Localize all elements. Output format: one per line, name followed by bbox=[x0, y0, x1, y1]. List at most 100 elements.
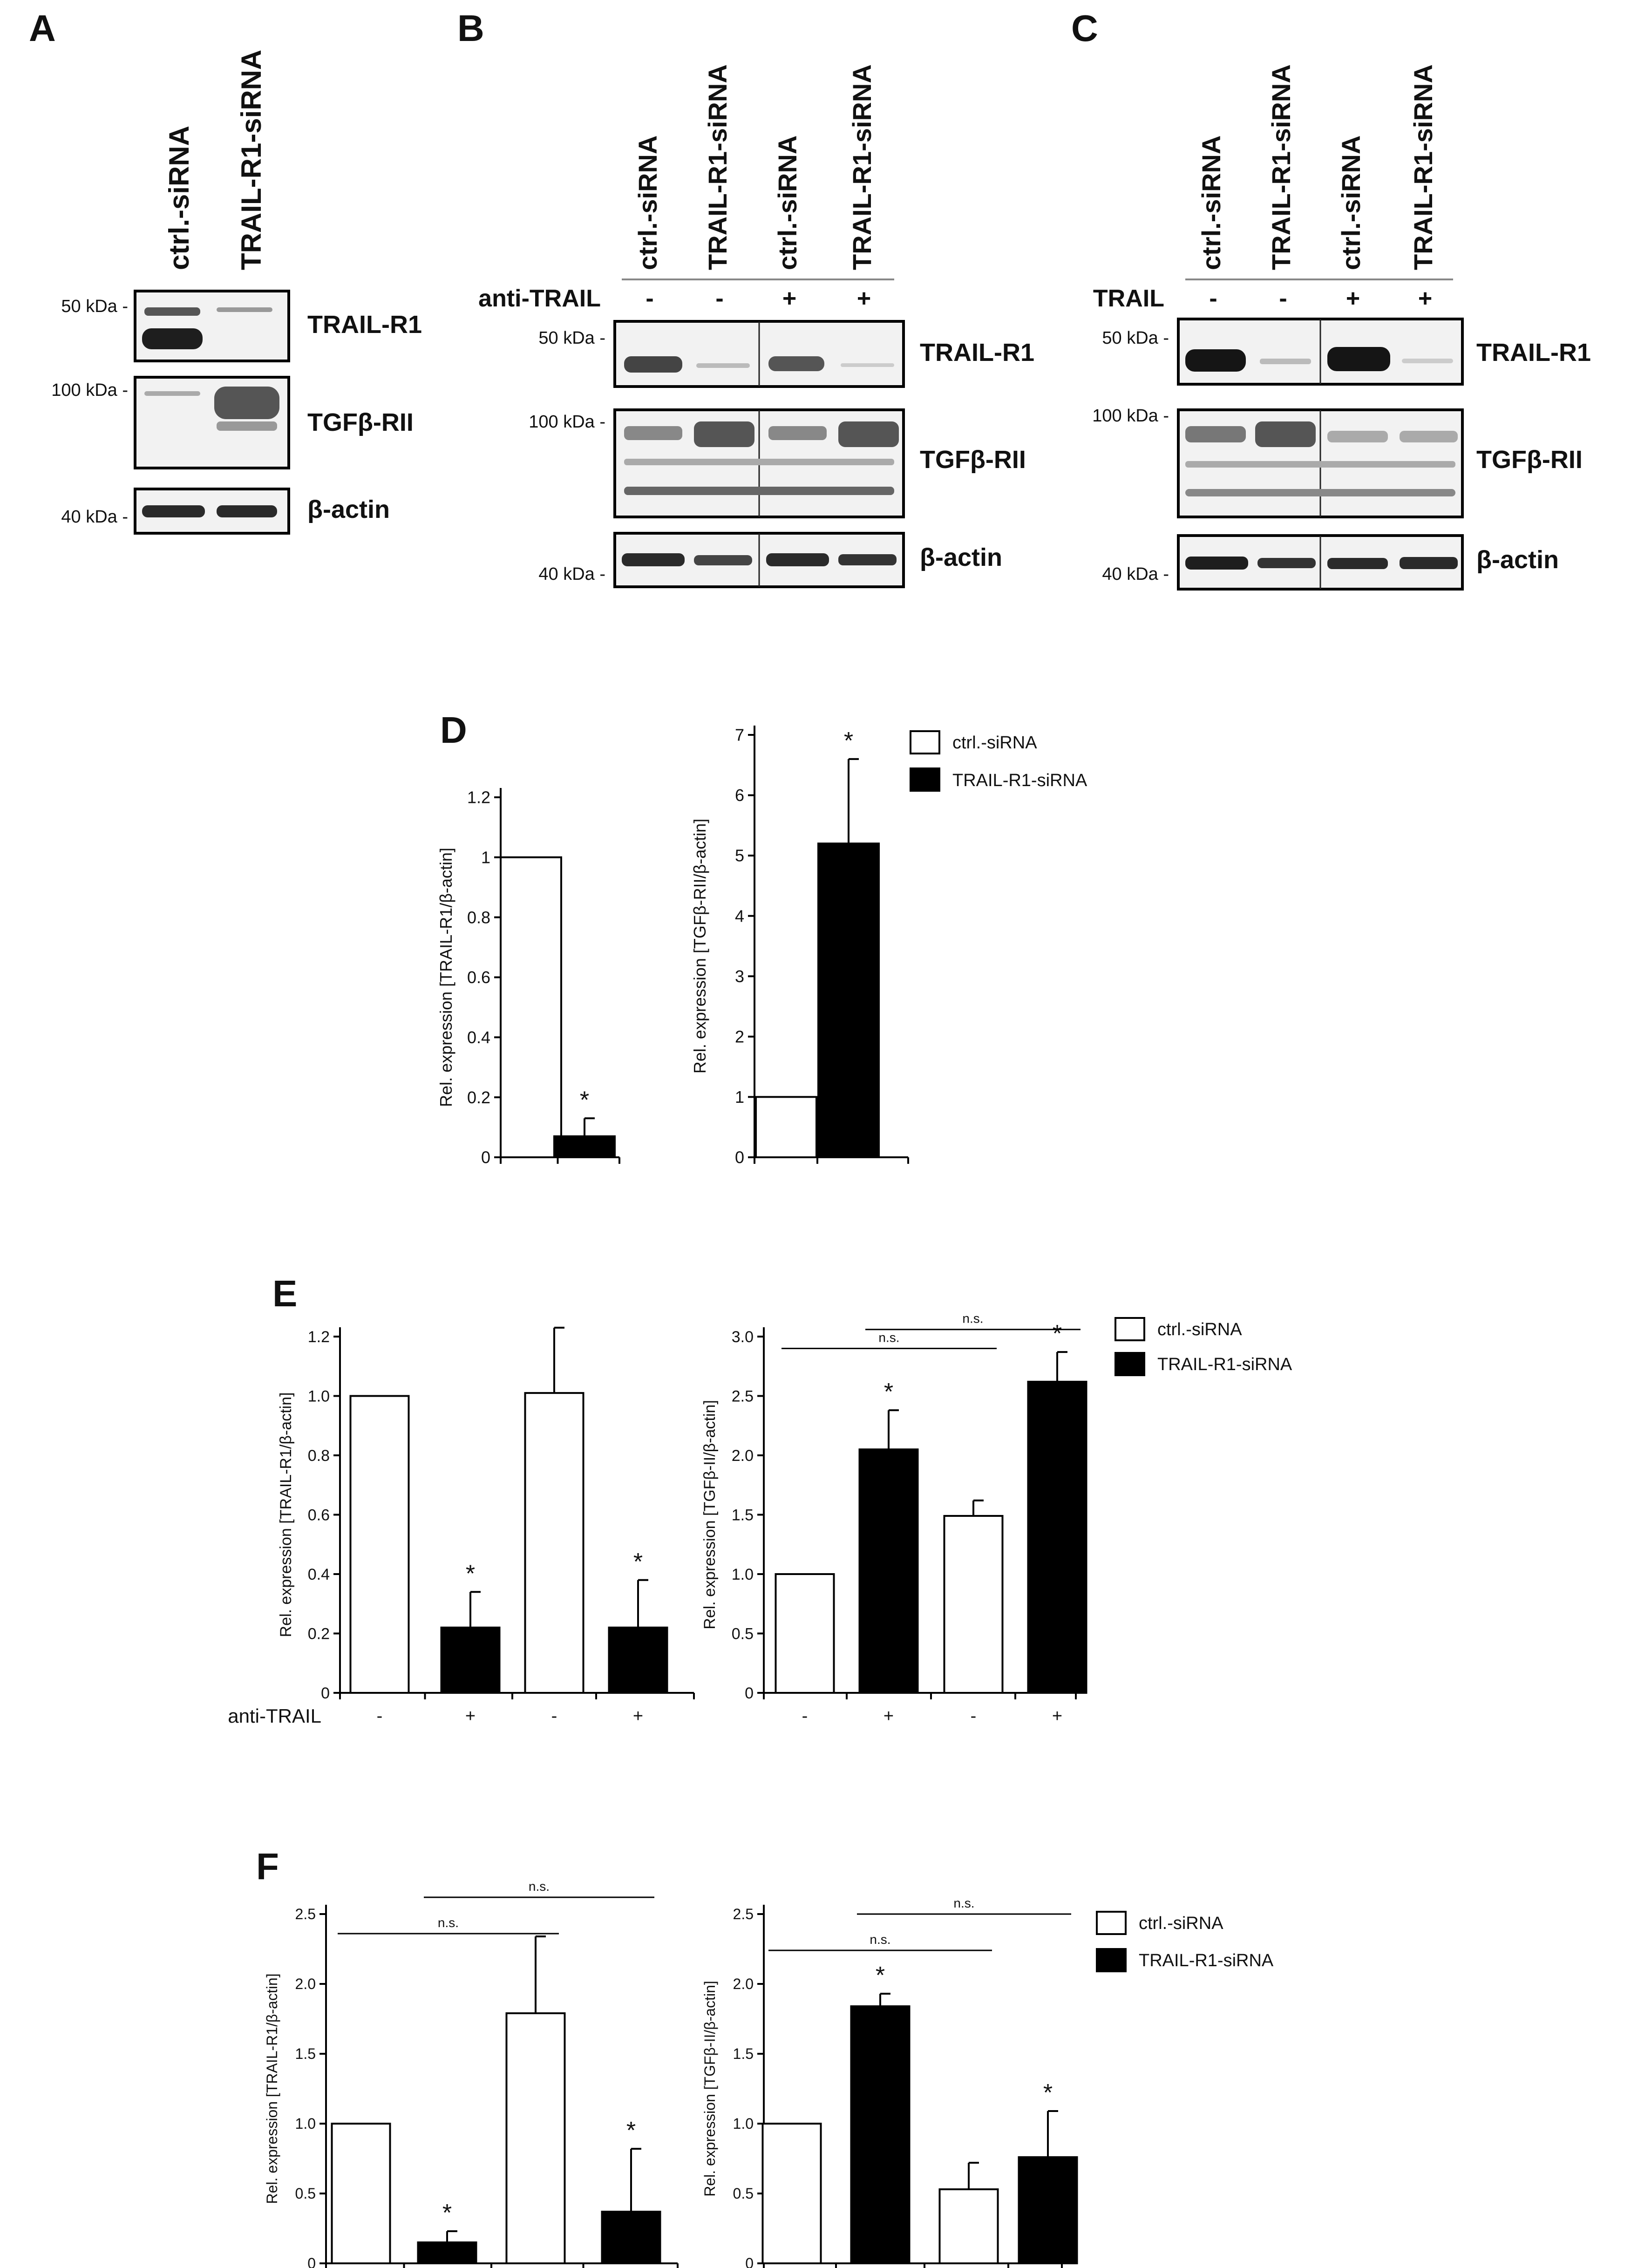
legend-swatch-sirna bbox=[910, 767, 940, 792]
sign: + bbox=[857, 285, 871, 312]
panel-c: C ctrl.-siRNA TRAIL-R1-siRNA ctrl.-siRNA… bbox=[1071, 7, 1591, 591]
y-tick-label: 6 bbox=[735, 786, 744, 805]
significance-star: * bbox=[1043, 2079, 1053, 2106]
y-tick-label: 1 bbox=[735, 1087, 744, 1107]
significance-star: * bbox=[466, 1560, 475, 1587]
y-tick-label: 2.5 bbox=[733, 1906, 754, 1922]
bracket-label: n.s. bbox=[953, 1896, 974, 1910]
band bbox=[1402, 359, 1453, 363]
band bbox=[144, 307, 200, 316]
y-tick-label: 2.5 bbox=[295, 1906, 316, 1922]
lane-label: TRAIL-R1-siRNA bbox=[847, 64, 877, 270]
panel-letter-f: F bbox=[256, 1846, 279, 1887]
band bbox=[217, 421, 277, 431]
y-tick-label: 0.5 bbox=[295, 2185, 316, 2202]
bar bbox=[505, 2012, 566, 2264]
bar bbox=[755, 1096, 817, 1158]
bar bbox=[938, 2188, 999, 2264]
marker-label: 40 kDa - bbox=[1102, 564, 1169, 584]
y-tick-label: 1.0 bbox=[295, 2115, 316, 2132]
marker-label: 100 kDa - bbox=[51, 380, 128, 400]
band bbox=[1327, 347, 1390, 371]
band bbox=[624, 487, 894, 495]
lane-label: TRAIL-R1-siRNA bbox=[1408, 64, 1438, 270]
protein-label: TGFβ-RII bbox=[307, 408, 414, 436]
legend-label: ctrl.-siRNA bbox=[1139, 1914, 1223, 1933]
y-tick-label: 1 bbox=[481, 848, 490, 867]
bracket-label: n.s. bbox=[529, 1879, 550, 1894]
bar bbox=[850, 2005, 911, 2264]
lane-label: ctrl.-siRNA bbox=[1336, 136, 1366, 270]
legend-swatch-sirna bbox=[1115, 1352, 1145, 1376]
bar bbox=[858, 1448, 919, 1694]
y-tick-label: 5 bbox=[735, 846, 744, 865]
sign: - bbox=[715, 285, 723, 312]
x-sign: - bbox=[377, 1706, 383, 1726]
band bbox=[1185, 489, 1455, 496]
bar bbox=[775, 1573, 835, 1694]
significance-star: * bbox=[1053, 1320, 1062, 1347]
lane-label: ctrl.-siRNA bbox=[773, 136, 802, 270]
band bbox=[1257, 558, 1316, 568]
bar bbox=[608, 1626, 668, 1694]
panel-b: B ctrl.-siRNA TRAIL-R1-siRNA ctrl.-siRNA… bbox=[457, 7, 1034, 588]
y-tick-label: 0.5 bbox=[733, 2185, 754, 2202]
significance-star: * bbox=[884, 1378, 893, 1406]
significance-star: * bbox=[626, 2117, 636, 2144]
y-tick-label: 0.2 bbox=[308, 1625, 330, 1643]
y-tick-label: 0.4 bbox=[308, 1566, 330, 1583]
band bbox=[1260, 359, 1311, 364]
x-sign: - bbox=[802, 1706, 808, 1726]
y-tick-label: 1.5 bbox=[732, 1506, 754, 1524]
x-sign: + bbox=[883, 1706, 894, 1726]
bracket-label: n.s. bbox=[962, 1311, 983, 1326]
y-axis-label: Rel. expression [TRAIL-R1/β-actin] bbox=[264, 1973, 280, 2204]
panel-letter-c: C bbox=[1071, 7, 1098, 49]
protein-label: β-actin bbox=[1476, 546, 1559, 574]
lane-label: TRAIL-R1-siRNA bbox=[1266, 64, 1296, 270]
y-tick-label: 1.5 bbox=[295, 2045, 316, 2062]
panel-a: A ctrl.-siRNA TRAIL-R1-siRNA 50 kDa - TR… bbox=[29, 7, 422, 535]
bar bbox=[1027, 1380, 1087, 1694]
y-tick-label: 1.0 bbox=[732, 1566, 754, 1583]
band bbox=[838, 554, 897, 565]
bar bbox=[331, 2123, 391, 2264]
legend-d: ctrl.-siRNA TRAIL-R1-siRNA bbox=[910, 730, 1087, 792]
y-tick-label: 1.2 bbox=[308, 1328, 330, 1346]
significance-star: * bbox=[442, 2200, 452, 2227]
protein-label: β-actin bbox=[307, 496, 390, 523]
bracket-label: n.s. bbox=[878, 1331, 899, 1345]
y-tick-label: 0 bbox=[735, 1148, 744, 1167]
significance-star: * bbox=[876, 1962, 885, 1989]
panel-letter-d: D bbox=[440, 709, 467, 751]
band bbox=[1327, 431, 1388, 442]
y-tick-label: 0.8 bbox=[308, 1447, 330, 1465]
lane-label: ctrl.-siRNA bbox=[633, 136, 662, 270]
sign: - bbox=[1209, 285, 1217, 312]
legend-swatch-ctrl bbox=[1115, 1317, 1145, 1341]
lane-label: TRAIL-R1-siRNA bbox=[236, 50, 267, 270]
x-axis-label: anti-TRAIL bbox=[228, 1705, 321, 1727]
band bbox=[624, 459, 894, 465]
marker-label: 100 kDa - bbox=[529, 412, 605, 432]
y-tick-label: 3.0 bbox=[732, 1328, 754, 1346]
y-axis-label: Rel. expression [TGFβ-II/β-actin] bbox=[701, 1400, 719, 1630]
bar bbox=[601, 2211, 661, 2264]
legend-f: ctrl.-siRNA TRAIL-R1-siRNA bbox=[1096, 1911, 1274, 1972]
band bbox=[1400, 431, 1458, 442]
band bbox=[144, 391, 200, 396]
bar bbox=[761, 2123, 822, 2264]
protein-label: TGFβ-RII bbox=[1476, 446, 1583, 474]
lane-label: ctrl.-siRNA bbox=[163, 126, 195, 270]
marker-label: 50 kDa - bbox=[1102, 328, 1169, 348]
band bbox=[1185, 461, 1455, 468]
lane-label: ctrl.-siRNA bbox=[1196, 136, 1226, 270]
y-tick-label: 2.5 bbox=[732, 1387, 754, 1405]
protein-label: β-actin bbox=[920, 543, 1002, 571]
legend-label: ctrl.-siRNA bbox=[952, 733, 1037, 753]
y-tick-label: 0.4 bbox=[467, 1028, 490, 1047]
sign: + bbox=[1346, 285, 1360, 312]
